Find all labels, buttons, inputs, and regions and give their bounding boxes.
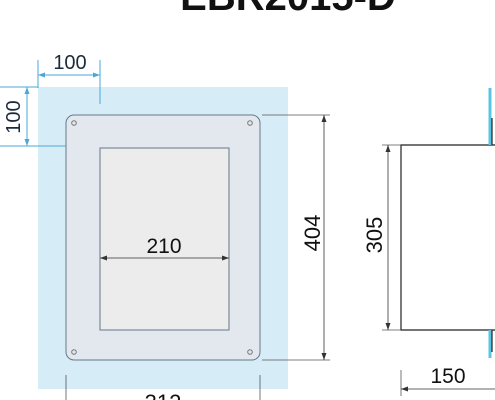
dim-frame-height-arrow-top bbox=[321, 115, 327, 122]
dim-frame-height-arrow-bottom bbox=[321, 353, 327, 360]
dim-profile-height-arrow-bottom bbox=[385, 323, 391, 330]
inner-opening bbox=[99, 147, 230, 331]
mounting-hole-top-right bbox=[247, 120, 253, 126]
product-title: EBR2015-D bbox=[180, 0, 396, 19]
dim-offset-v-arrow-top bbox=[24, 87, 30, 94]
mounting-hole-bottom-right bbox=[247, 349, 253, 355]
dim-offset-v-label: 100 bbox=[3, 100, 25, 133]
dim-offset-h-label: 100 bbox=[53, 52, 86, 74]
dim-opening-width-arrow-right bbox=[222, 255, 229, 261]
dim-profile-height-label: 305 bbox=[362, 217, 387, 254]
dim-frame-width-label: 312 bbox=[145, 390, 182, 400]
mounting-hole-top-left bbox=[71, 120, 77, 126]
dim-offset-v-arrow-bottom bbox=[24, 139, 30, 146]
mounting-hole-bottom-left bbox=[71, 349, 77, 355]
dim-offset-h-arrow-left bbox=[38, 72, 45, 78]
dim-profile-height-arrow-top bbox=[385, 145, 391, 152]
dim-opening-width-arrow-left bbox=[100, 255, 107, 261]
side-profile bbox=[400, 144, 495, 331]
dim-frame-height-label: 404 bbox=[300, 215, 325, 252]
dim-profile-depth-arrow-left bbox=[401, 386, 408, 392]
dim-opening-width-label: 210 bbox=[146, 235, 181, 258]
dim-profile-depth-label: 150 bbox=[430, 365, 465, 388]
dim-offset-h-arrow-right bbox=[93, 72, 100, 78]
